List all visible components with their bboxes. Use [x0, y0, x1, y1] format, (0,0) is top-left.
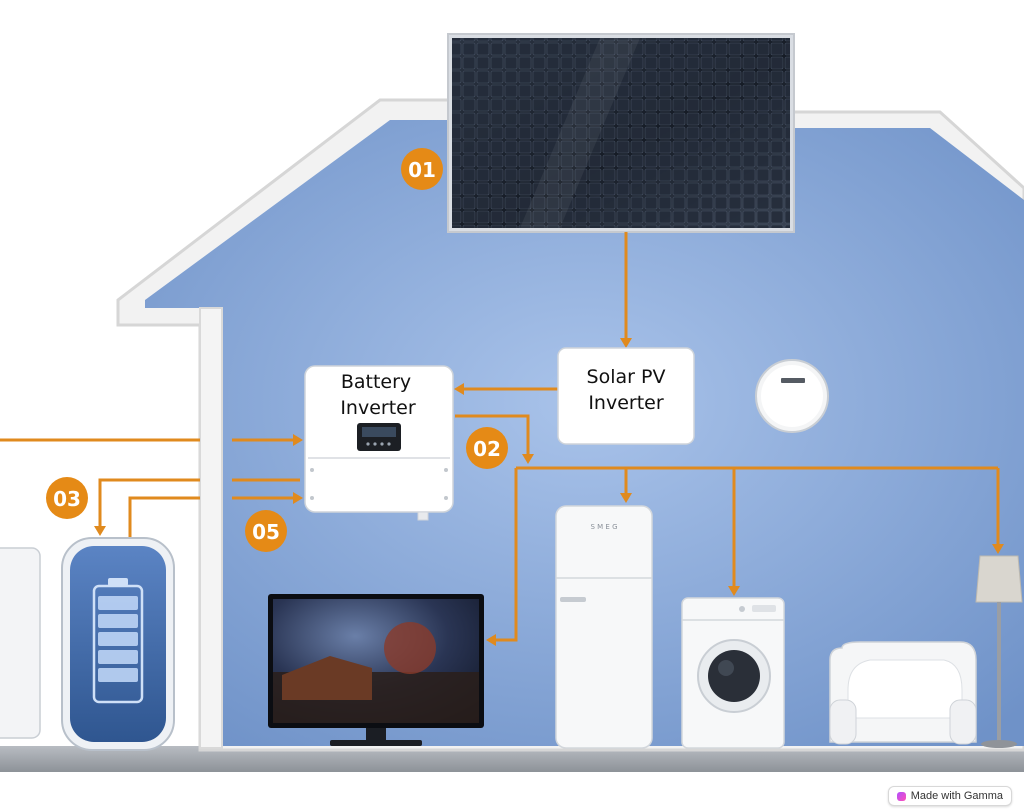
marker-02-text: 02	[473, 437, 501, 461]
interior-wall	[199, 307, 223, 749]
television-icon	[268, 594, 484, 746]
solar-inverter-label-line1: Solar PV	[587, 366, 666, 388]
battery-inverter-label-line2: Inverter	[340, 397, 416, 419]
home-battery-icon	[61, 537, 175, 751]
battery-inverter-icon	[304, 365, 454, 521]
marker-02: 02	[466, 427, 508, 469]
armchair-icon	[829, 641, 977, 745]
floor-lamp-icon	[975, 555, 1023, 748]
made-with-gamma-badge[interactable]: Made with Gamma	[887, 786, 1012, 806]
external-battery-icon	[0, 547, 41, 739]
energy-flow-lines	[0, 232, 1004, 646]
fridge-brand: S M E G	[590, 523, 617, 531]
washing-machine-icon	[681, 597, 785, 749]
gamma-logo-icon	[896, 791, 906, 801]
made-with-gamma-text: Made with Gamma	[910, 790, 1003, 802]
refrigerator-icon	[555, 505, 653, 749]
solar-panel-icon	[447, 33, 795, 233]
marker-01-text: 01	[408, 158, 436, 182]
solar-inverter-label-line2: Inverter	[588, 392, 664, 414]
marker-03-text: 03	[53, 487, 81, 511]
solar-pv-inverter-icon	[557, 347, 695, 445]
battery-inverter-label-line1: Battery	[341, 371, 411, 393]
marker-05: 05	[245, 510, 287, 552]
marker-05-text: 05	[252, 520, 280, 544]
marker-01: 01	[401, 148, 443, 190]
marker-03: 03	[46, 477, 88, 519]
smart-meter-icon	[755, 359, 829, 433]
